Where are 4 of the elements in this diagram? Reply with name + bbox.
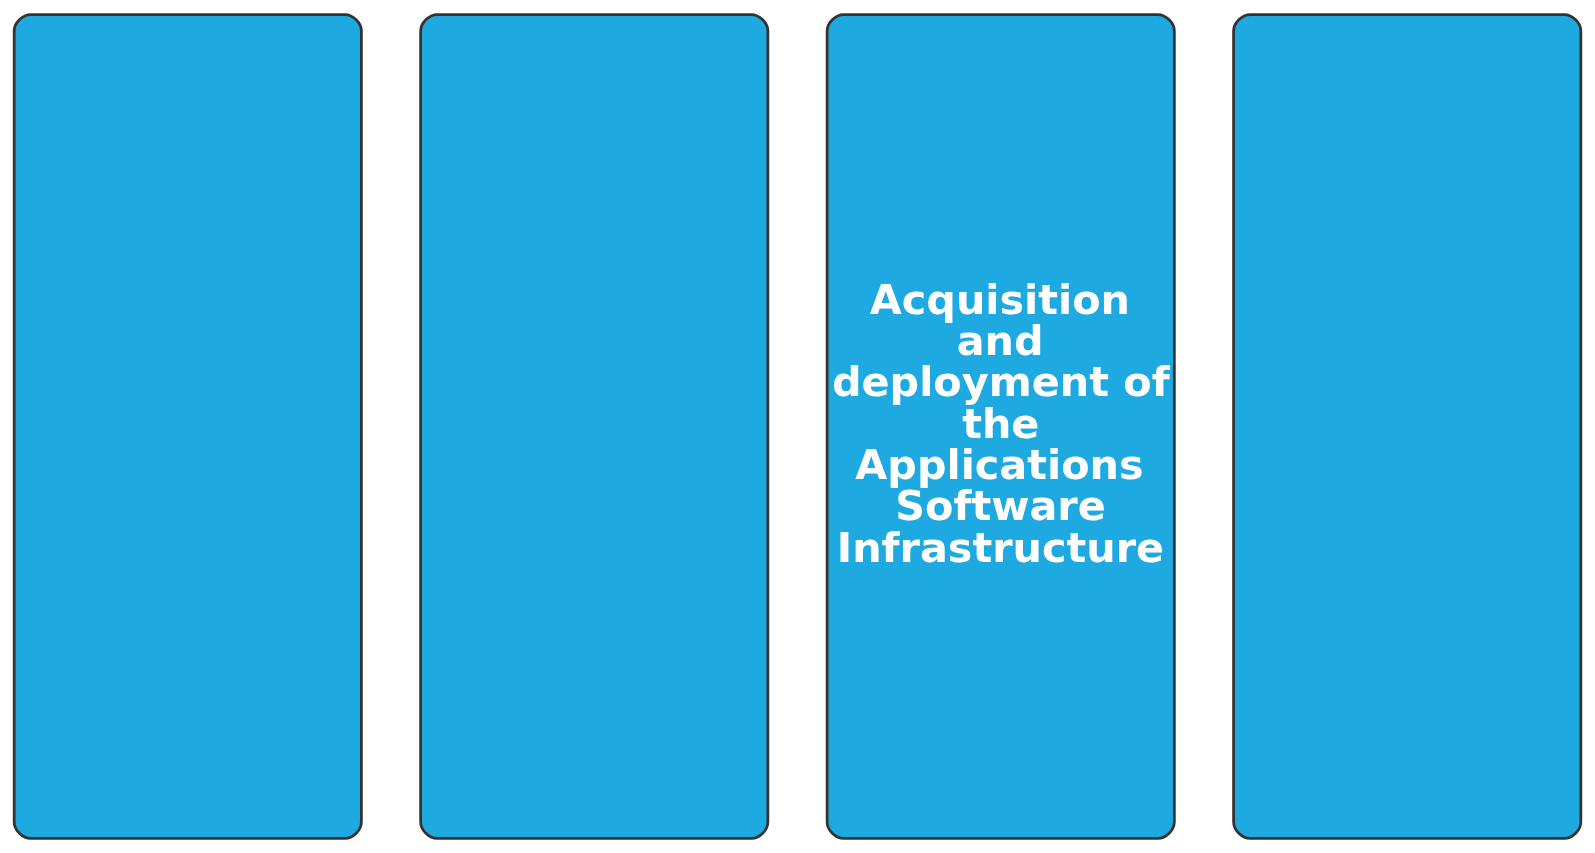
node-box: Acquisition and deployment of the Applications Software Infrastructure [825, 13, 1176, 840]
node-box [12, 13, 363, 840]
node-box [1232, 13, 1583, 840]
node-box [419, 13, 770, 840]
